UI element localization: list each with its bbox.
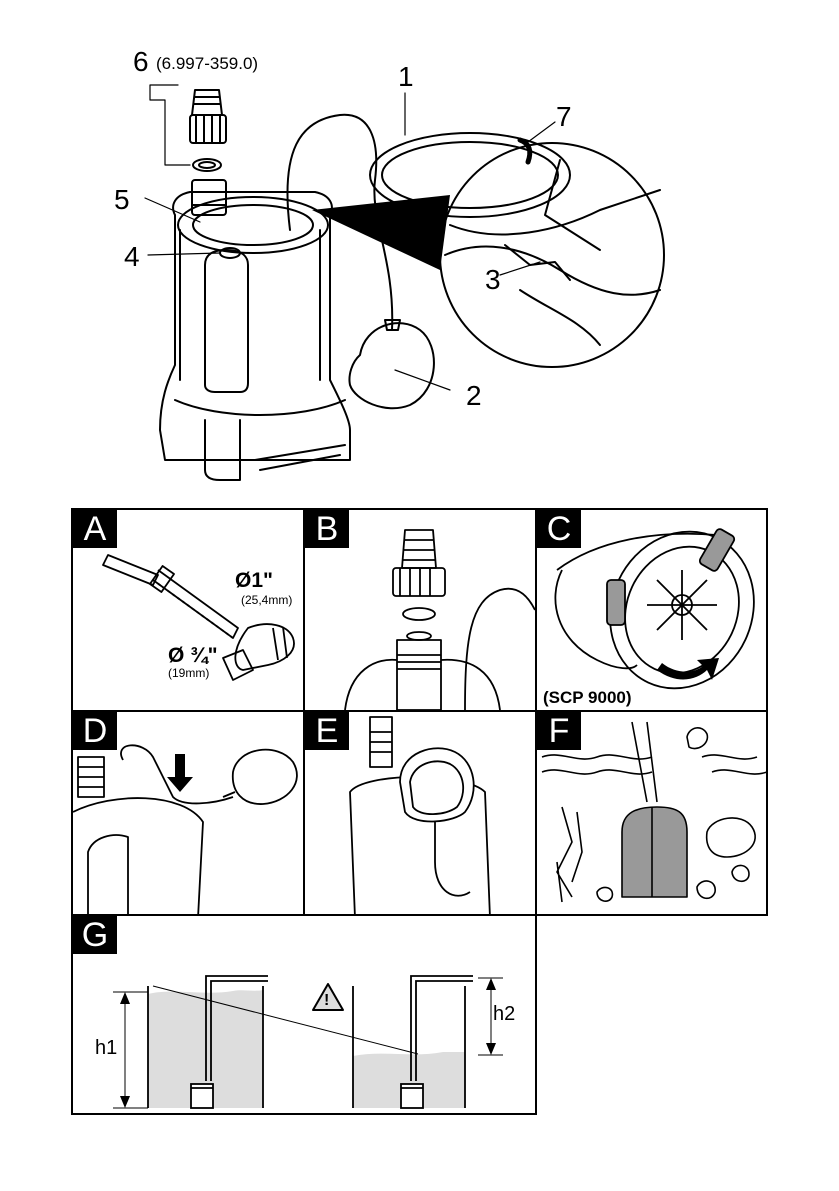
- filter-base-drawing: [554, 528, 755, 690]
- panel-b: B: [303, 508, 537, 712]
- panel-g: G: [71, 914, 537, 1115]
- callout-7: 7: [556, 101, 572, 132]
- panel-label-e: E: [305, 712, 349, 750]
- panel-label-b: B: [305, 510, 349, 548]
- hose-coil: [369, 132, 571, 218]
- callout-3: 3: [485, 264, 501, 295]
- overview-illustration: 1 7 6 (6.997-359.0) 5 4 3 2: [0, 0, 839, 500]
- panel-a: A Ø1" (25,4mm) Ø ¾" (19mm): [71, 508, 305, 712]
- connector-assembly-drawing: [344, 529, 535, 710]
- diameter-large: Ø1": [235, 569, 273, 592]
- panel-d: D: [71, 710, 305, 916]
- float-stowed-drawing: [349, 716, 491, 914]
- arrow-down-icon: [167, 754, 193, 792]
- callout-5: 5: [114, 184, 130, 215]
- pump-handle: [204, 249, 249, 393]
- power-cable: [286, 113, 394, 331]
- hose-nozzle: [191, 89, 223, 116]
- suction-head-diagram: [113, 975, 503, 1109]
- hose-clip: [517, 137, 533, 165]
- float-switch: [348, 322, 435, 410]
- warning-triangle-icon: [312, 983, 344, 1011]
- callout-4: 4: [124, 241, 140, 272]
- h2-label: h2: [493, 1003, 516, 1025]
- h1-label: h1: [95, 1037, 118, 1059]
- callout-2: 2: [466, 380, 482, 411]
- panel-label-c: C: [537, 510, 581, 548]
- panel-f: F: [535, 710, 768, 916]
- pump-body: [159, 191, 351, 461]
- panel-e: E: [303, 710, 537, 916]
- part-number: (6.997-359.0): [156, 54, 259, 73]
- panel-label-a: A: [73, 510, 117, 548]
- panel-label-g: G: [73, 916, 117, 954]
- pump-in-pond-drawing: [541, 721, 766, 903]
- diameter-small-mm: (19mm): [168, 666, 210, 680]
- model-note: (SCP 9000): [543, 688, 632, 707]
- callout-6: 6: [133, 46, 149, 77]
- detail-circle: [439, 142, 665, 368]
- rotate-arrow-icon: [657, 658, 719, 680]
- warning-symbol: !: [324, 992, 330, 1009]
- panel-label-f: F: [537, 712, 581, 750]
- callout-1: 1: [398, 61, 414, 92]
- gasket-ring: [192, 158, 222, 172]
- panel-label-d: D: [73, 712, 117, 750]
- panel-c: C (SCP 9000): [535, 508, 768, 712]
- diameter-small: Ø ¾": [168, 644, 218, 667]
- saw-cutting-drawing: [102, 554, 295, 681]
- float-switch-clip-drawing: [73, 744, 298, 914]
- pump-drawing: [144, 84, 665, 481]
- diameter-large-mm: (25,4mm): [241, 593, 293, 607]
